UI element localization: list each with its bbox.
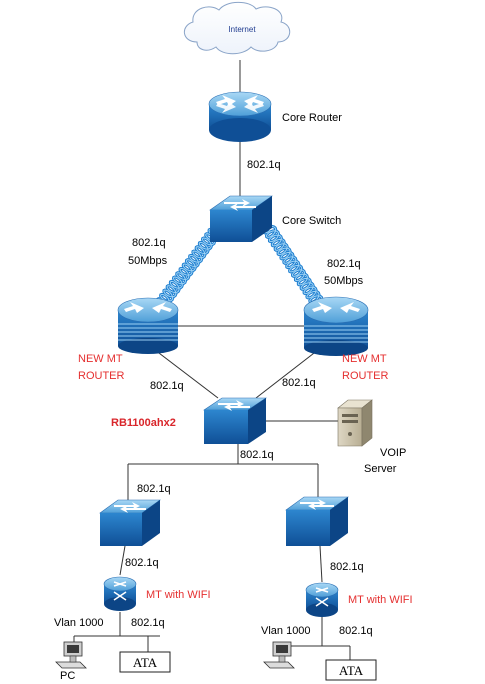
core-router-icon <box>208 91 272 142</box>
wireless-link-left <box>155 223 223 312</box>
mt-wifi-left-icon <box>103 576 137 611</box>
voip-server-label-2: Server <box>364 463 397 475</box>
left-rb-link-label: 802.1q <box>150 380 184 392</box>
voip-server-icon <box>337 399 373 447</box>
left-branch-link-label: 802.1q <box>137 483 171 495</box>
core-switch-label: Core Switch <box>282 215 341 227</box>
wireless-right-label-2: 50Mbps <box>324 275 364 287</box>
pc-right-icon <box>263 641 295 669</box>
mt-router-right-label-2: ROUTER <box>342 370 389 382</box>
wireless-left-label-2: 50Mbps <box>128 255 168 267</box>
mt-wifi-right-icon <box>305 582 339 617</box>
router-switch-link-label: 802.1q <box>247 159 281 171</box>
mt-router-left-label-2: ROUTER <box>78 370 125 382</box>
mt-wifi-right-label: MT with WIFI <box>348 594 413 606</box>
right-switch-mt-link-label: 802.1q <box>330 561 364 573</box>
wireless-left-label-1: 802.1q <box>132 237 166 249</box>
ata-right-label: ATA <box>339 663 364 678</box>
internet-label: Internet <box>228 25 256 34</box>
ata-left-box <box>119 651 171 673</box>
mt-router-right-label-1: NEW MT <box>342 353 387 365</box>
rb-switch-icon <box>203 397 267 444</box>
links <box>73 60 351 660</box>
rb-switch-label: RB1100ahx2 <box>111 417 176 429</box>
wireless-link-right <box>262 224 327 310</box>
left-ata-link-label: 802.1q <box>131 617 165 629</box>
mt-wifi-left-label: MT with WIFI <box>146 589 211 601</box>
right-access-switch-icon <box>285 496 349 546</box>
vlan-left-label: Vlan 1000 <box>54 617 104 629</box>
left-switch-mt-link-label: 802.1q <box>125 557 159 569</box>
ata-right-box <box>325 659 377 681</box>
right-rb-link-label: 802.1q <box>282 377 316 389</box>
wireless-right-label-1: 802.1q <box>327 258 361 270</box>
pc-left-icon <box>55 641 87 669</box>
ata-left-label: ATA <box>133 655 158 670</box>
internet-cloud-icon <box>184 1 291 55</box>
mt-router-left-icon <box>117 297 179 354</box>
core-router-label: Core Router <box>282 112 342 124</box>
pc-left-label: PC <box>60 670 75 682</box>
mt-router-right-icon <box>303 296 369 356</box>
rb-down-link-label: 802.1q <box>240 449 274 461</box>
left-access-switch-icon <box>99 499 161 546</box>
voip-server-label-1: VOIP <box>380 447 406 459</box>
right-ata-link-label: 802.1q <box>339 625 373 637</box>
core-switch-icon <box>209 195 273 242</box>
mt-router-left-label-1: NEW MT <box>78 353 123 365</box>
vlan-right-label: Vlan 1000 <box>261 625 311 637</box>
